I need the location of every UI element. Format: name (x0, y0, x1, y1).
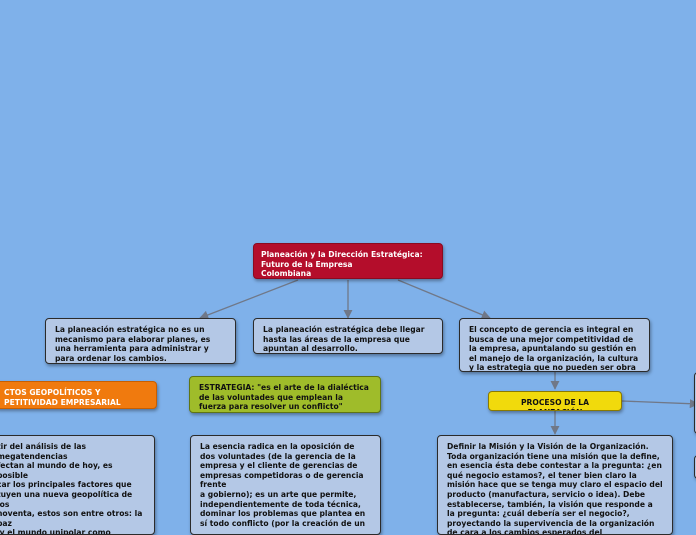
connector-root-to-concept-1 (199, 279, 299, 320)
concept-node-areas[interactable]: La planeación estratégica debe llegar ha… (253, 318, 443, 354)
planning-process-node[interactable]: PROCESO DE LA PLANEACIÓN (488, 391, 622, 411)
connector-lines (199, 279, 696, 435)
geopolitical-title-node[interactable]: CTOS GEOPOLÍTICOS Y PETITIVIDAD EMPRESAR… (0, 381, 157, 409)
connector-root-to-concept-3 (397, 279, 491, 320)
mission-vision-node[interactable]: Definir la Misión y la Visión de la Orga… (437, 435, 673, 535)
connector-process-to-right (621, 399, 696, 409)
root-topic-node[interactable]: Planeación y la Dirección Estratégica: F… (253, 243, 443, 279)
strategy-body-node[interactable]: La esencia radica en la oposición de dos… (190, 435, 381, 535)
strategy-title-node[interactable]: ESTRATEGIA: "es el arte de la dialéctica… (189, 376, 381, 413)
mind-map-canvas: Planeación y la Dirección Estratégica: F… (0, 243, 696, 535)
concept-node-tool[interactable]: La planeación estratégica no es un mecan… (45, 318, 236, 364)
geopolitical-body-node[interactable]: tir del análisis de las megatendencias f… (0, 435, 155, 535)
concept-node-management[interactable]: El concepto de gerencia es integral en b… (459, 318, 650, 372)
